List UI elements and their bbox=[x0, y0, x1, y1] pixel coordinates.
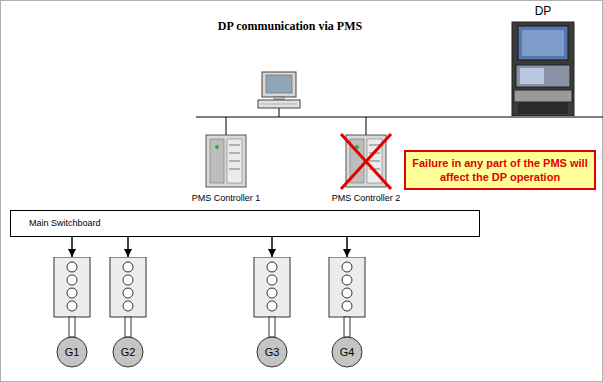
warning-box: Failure in any part of the PMS will affe… bbox=[404, 150, 596, 190]
power-arrow bbox=[71, 237, 73, 257]
node-label: Failure in any part of the PMS will affe… bbox=[410, 156, 590, 184]
bus-drop bbox=[366, 117, 367, 135]
dp-console: DP bbox=[504, 4, 582, 116]
generator-unit: G2 bbox=[107, 257, 149, 369]
node-label: DP bbox=[504, 4, 582, 18]
dp-console-art bbox=[504, 4, 582, 116]
node-label: G4 bbox=[326, 345, 368, 359]
power-arrow bbox=[271, 237, 273, 257]
generator-unit: G1 bbox=[51, 257, 93, 369]
node-label: PMS Controller 1 bbox=[189, 193, 264, 204]
failure-cross bbox=[341, 134, 391, 189]
switchboard-box: Main Switchboard bbox=[10, 210, 480, 237]
generator-unit: G3 bbox=[251, 257, 293, 369]
bus-drop bbox=[279, 108, 280, 117]
pms-controller: PMS Controller 1 bbox=[189, 133, 264, 207]
node-label: G3 bbox=[251, 345, 293, 359]
power-arrow bbox=[127, 237, 129, 257]
power-arrow bbox=[346, 237, 348, 257]
network-bus bbox=[196, 117, 603, 118]
node-label: G1 bbox=[51, 345, 93, 359]
node-label: PMS Controller 2 bbox=[329, 193, 404, 204]
failure-cross bbox=[341, 134, 391, 189]
node-label: G2 bbox=[107, 345, 149, 359]
workstation-icon bbox=[258, 72, 300, 108]
pms-controller-failed: PMS Controller 2 bbox=[329, 133, 404, 207]
node-label: Main Switchboard bbox=[29, 218, 101, 229]
bus-drop bbox=[226, 117, 227, 135]
generator-unit: G4 bbox=[326, 257, 368, 369]
diagram-title: DP communication via PMS bbox=[200, 19, 380, 34]
